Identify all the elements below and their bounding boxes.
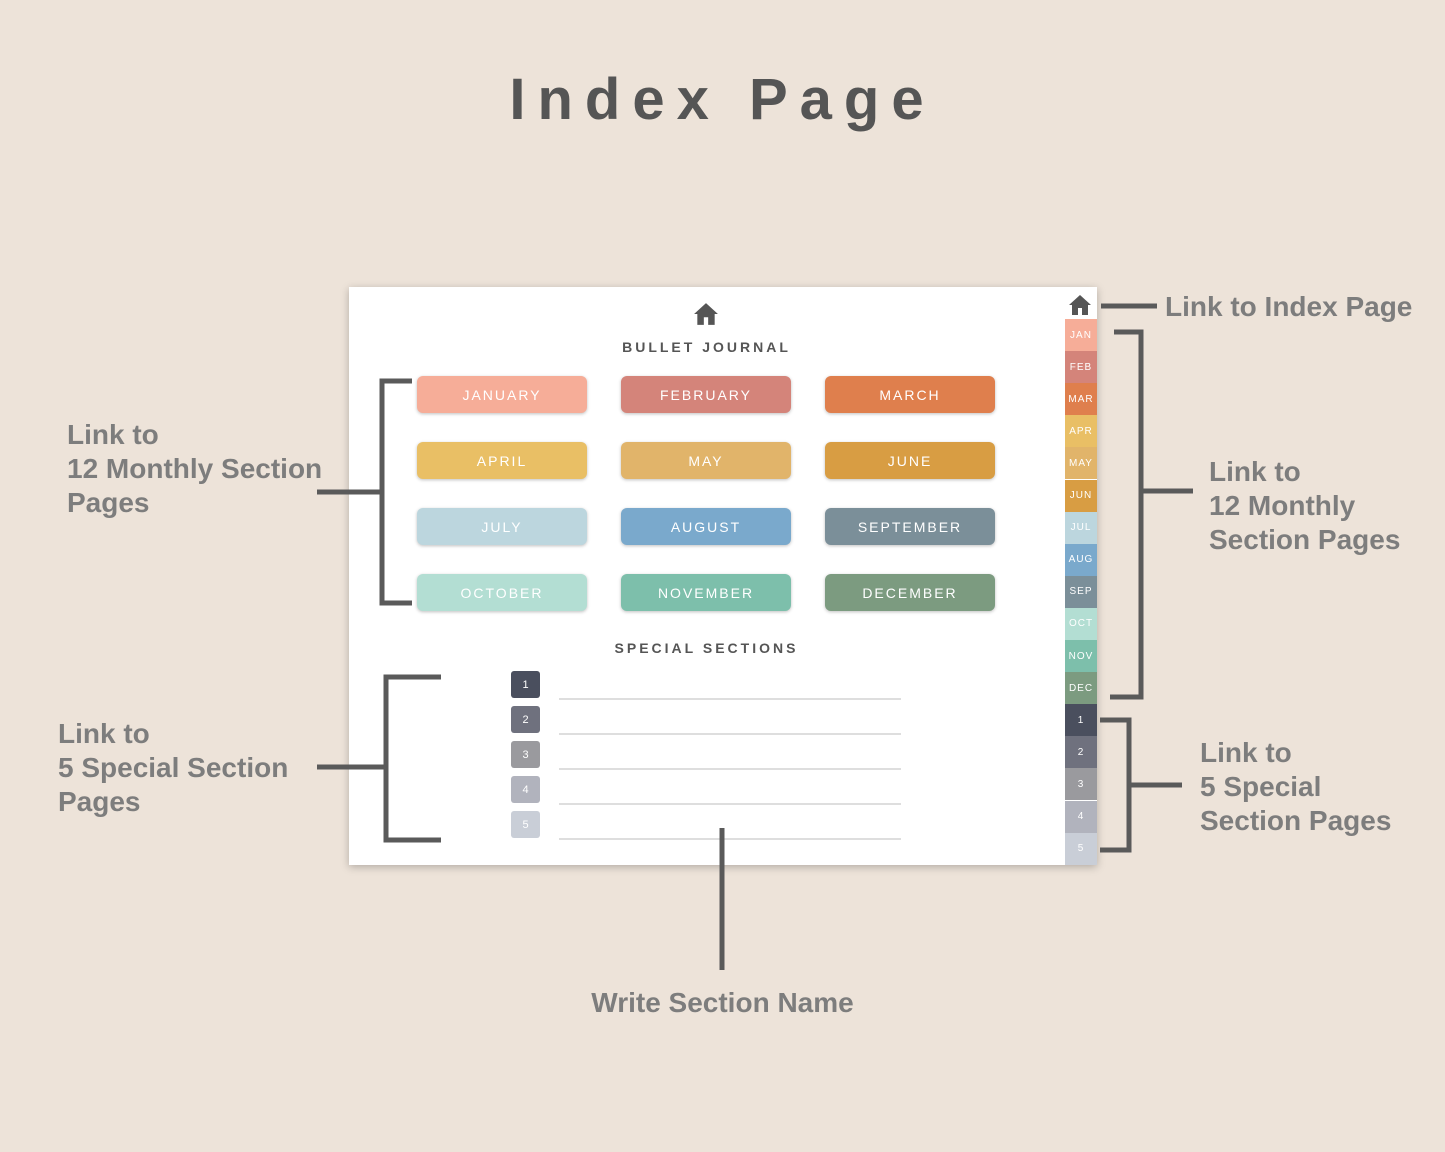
side-tab-1[interactable]: 1 — [1065, 704, 1097, 737]
callout-text: Section Pages — [1209, 524, 1401, 555]
month-button-march[interactable]: MARCH — [825, 376, 995, 413]
month-button-january[interactable]: JANUARY — [417, 376, 587, 413]
side-tab-sep[interactable]: SEP — [1065, 575, 1097, 608]
month-button-june[interactable]: JUNE — [825, 442, 995, 479]
side-tab-5[interactable]: 5 — [1065, 832, 1097, 865]
callout-text: Link to — [67, 419, 159, 450]
side-tab-may[interactable]: MAY — [1065, 447, 1097, 480]
special-section-row: 3 — [511, 741, 903, 771]
section-name-line[interactable] — [559, 838, 901, 840]
side-tab-jul[interactable]: JUL — [1065, 511, 1097, 544]
callout-text: Link to — [1200, 737, 1292, 768]
month-button-december[interactable]: DECEMBER — [825, 574, 995, 611]
side-tab-apr[interactable]: APR — [1065, 415, 1097, 448]
side-tab-jun[interactable]: JUN — [1065, 479, 1097, 512]
callout-left-months: Link to 12 Monthly Section Pages — [67, 418, 322, 520]
special-section-row: 2 — [511, 706, 903, 736]
section-name-line[interactable] — [559, 768, 901, 770]
bracket-right-special — [1100, 717, 1132, 853]
side-tab-dec[interactable]: DEC — [1065, 672, 1097, 705]
month-button-july[interactable]: JULY — [417, 508, 587, 545]
callout-left-special: Link to 5 Special Section Pages — [58, 717, 288, 819]
callout-text: 12 Monthly Section — [67, 453, 323, 484]
special-section-row: 4 — [511, 776, 903, 806]
callout-text: 5 Special — [1200, 771, 1322, 802]
special-section-3-button[interactable]: 3 — [511, 741, 540, 768]
special-sections-title: SPECIAL SECTIONS — [614, 640, 799, 656]
callout-text: 5 Special Section — [58, 752, 289, 783]
special-section-row: 1 — [511, 671, 903, 701]
bracket-right-months — [1110, 329, 1144, 700]
special-section-2-button[interactable]: 2 — [511, 706, 540, 733]
month-button-august[interactable]: AUGUST — [621, 508, 791, 545]
month-button-may[interactable]: MAY — [621, 442, 791, 479]
side-tab-4[interactable]: 4 — [1065, 800, 1097, 833]
callout-text: Section Pages — [1200, 805, 1392, 836]
special-section-row: 5 — [511, 811, 903, 841]
callout-text: Link to Index Page — [1165, 291, 1413, 322]
home-icon[interactable] — [693, 301, 719, 327]
month-button-september[interactable]: SEPTEMBER — [825, 508, 995, 545]
callout-right-special: Link to 5 Special Section Pages — [1200, 736, 1391, 838]
side-tab-2[interactable]: 2 — [1065, 736, 1097, 769]
callout-text: Link to — [1209, 456, 1301, 487]
callout-text: Write Section Name — [591, 987, 854, 1018]
callout-text: Pages — [67, 487, 150, 518]
side-tab-aug[interactable]: AUG — [1065, 543, 1097, 576]
side-home-icon[interactable] — [1068, 293, 1092, 317]
page-title: Index Page — [509, 67, 936, 132]
planner-page: BULLET JOURNAL JANUARY FEBRUARY MARCH APRIL… — [349, 287, 1097, 865]
side-tab-jan[interactable]: JAN — [1065, 319, 1097, 351]
planner-title: BULLET JOURNAL — [622, 339, 791, 355]
callout-bottom-write: Write Section Name — [0, 986, 1445, 1020]
callout-text: Pages — [58, 786, 141, 817]
special-section-1-button[interactable]: 1 — [511, 671, 540, 698]
month-button-february[interactable]: FEBRUARY — [621, 376, 791, 413]
callout-text: Link to — [58, 718, 150, 749]
special-section-5-button[interactable]: 5 — [511, 811, 540, 838]
side-tab-3[interactable]: 3 — [1065, 768, 1097, 801]
section-name-line[interactable] — [559, 803, 901, 805]
side-tab-feb[interactable]: FEB — [1065, 351, 1097, 384]
month-button-april[interactable]: APRIL — [417, 442, 587, 479]
callout-text: 12 Monthly — [1209, 490, 1356, 521]
side-tab-oct[interactable]: OCT — [1065, 607, 1097, 640]
month-button-october[interactable]: OCTOBER — [417, 574, 587, 611]
special-section-4-button[interactable]: 4 — [511, 776, 540, 803]
callout-right-months: Link to 12 Monthly Section Pages — [1209, 455, 1400, 557]
callout-right-index: Link to Index Page — [1165, 290, 1412, 324]
side-tab-nov[interactable]: NOV — [1065, 640, 1097, 672]
section-name-line[interactable] — [559, 733, 901, 735]
section-name-line[interactable] — [559, 698, 901, 700]
month-button-november[interactable]: NOVEMBER — [621, 574, 791, 611]
side-tab-mar[interactable]: MAR — [1065, 383, 1097, 416]
month-grid: JANUARY FEBRUARY MARCH APRIL MAY JUNE JULY AUGU… — [417, 376, 997, 616]
